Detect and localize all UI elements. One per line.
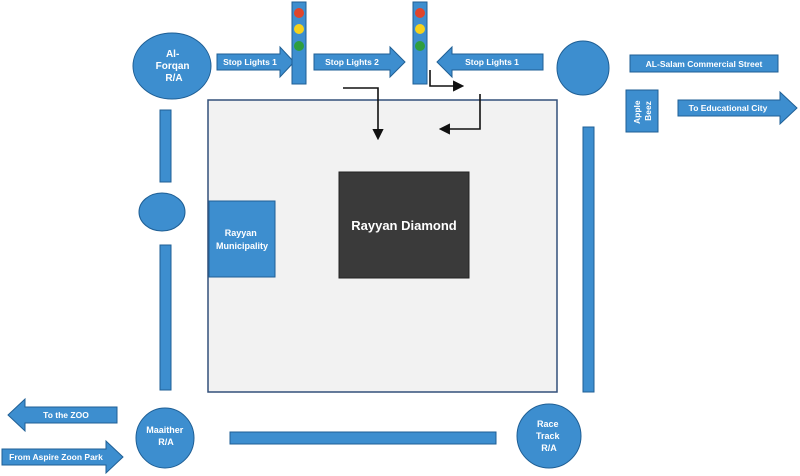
maaither-roundabout — [135, 407, 195, 469]
stop-lights-2-label: Stop Lights 2 — [325, 57, 379, 67]
road-right — [582, 126, 595, 393]
from-aspire-zoon-park-arrow — [1, 439, 124, 475]
stop-lights-1-left-arrow — [216, 45, 295, 79]
to-educational-city-arrow — [677, 90, 798, 126]
right-top-roundabout — [556, 40, 610, 96]
apple-beez-label: Apple Beez — [632, 98, 653, 124]
rayyan-municipality-label: Rayyan Municipality — [216, 228, 268, 251]
from-aspire-zoon-park-label: From Aspire Zoon Park — [9, 452, 103, 462]
left-middle-roundabout — [138, 192, 186, 232]
to-the-zoo-label: To the ZOO — [43, 410, 89, 420]
race-track-roundabout-label: Race Track R/A — [536, 419, 562, 453]
maaither-roundabout-label: Maaither R/A — [146, 425, 186, 447]
entrance-arrow-right-bottom — [438, 94, 481, 135]
rayyan-diamond-label: Rayyan Diamond — [351, 218, 457, 233]
stop-lights-1-right-label: Stop Lights 1 — [465, 57, 519, 67]
stop-lights-1-left-label: Stop Lights 1 — [223, 57, 277, 67]
to-educational-city-label: To Educational City — [689, 103, 768, 113]
traffic-light-right-icon — [412, 1, 428, 85]
traffic-light-left-icon — [291, 1, 307, 85]
al-salam-street-label: AL-Salam Commercial Street — [646, 59, 763, 69]
al-salam-street — [629, 54, 779, 73]
road-left-lower — [159, 244, 172, 391]
stop-lights-1-right-arrow — [436, 45, 544, 79]
rayyan-diamond-building — [338, 171, 470, 279]
al-forqan-roundabout-label: Al- Forqan R/A — [156, 49, 193, 84]
rayyan-municipality-building — [208, 200, 276, 278]
road-left-upper — [159, 109, 172, 183]
to-the-zoo-arrow — [7, 397, 118, 433]
entrance-arrow-left — [343, 87, 384, 141]
stop-lights-2-arrow — [313, 45, 406, 79]
race-track-roundabout — [516, 403, 582, 469]
entrance-arrow-right-top — [429, 70, 465, 92]
road-bottom — [229, 431, 497, 445]
apple-beez-building — [625, 89, 659, 133]
al-forqan-roundabout — [132, 32, 212, 100]
